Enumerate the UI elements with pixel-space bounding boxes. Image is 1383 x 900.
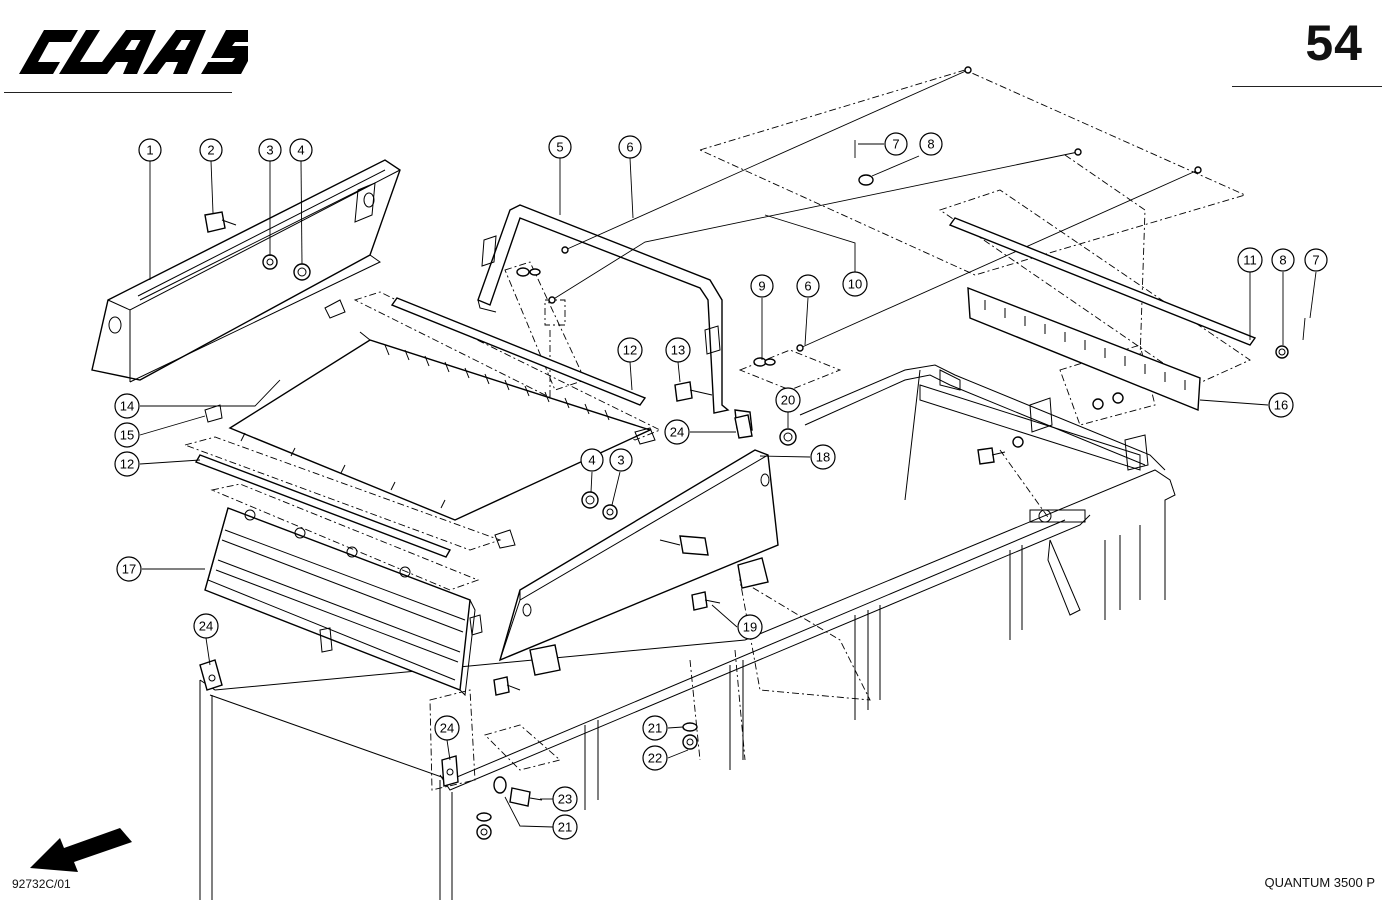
part-side-cover-left	[91, 159, 401, 383]
svg-text:24: 24	[199, 619, 213, 634]
callout-24: 24	[193, 613, 219, 639]
svg-text:1: 1	[146, 143, 153, 158]
callout-15: 15	[114, 422, 140, 448]
svg-text:21: 21	[648, 721, 662, 736]
part-shaft-rail	[948, 217, 1306, 412]
svg-text:10: 10	[848, 277, 862, 292]
svg-text:8: 8	[927, 137, 934, 152]
header-rule	[4, 92, 232, 93]
callout-20: 20	[775, 387, 801, 413]
svg-text:4: 4	[588, 453, 595, 468]
callout-21: 21	[642, 715, 668, 741]
part-plate-fingers	[204, 299, 656, 549]
callout-7: 7	[1304, 248, 1328, 272]
page-number: 54	[1305, 15, 1363, 71]
svg-text:3: 3	[266, 143, 273, 158]
svg-text:3: 3	[617, 453, 624, 468]
callout-21: 21	[552, 814, 578, 840]
callout-22: 22	[642, 745, 668, 771]
svg-text:2: 2	[207, 143, 214, 158]
model-name: QUANTUM 3500 P	[1264, 875, 1375, 890]
callout-5: 5	[548, 135, 572, 159]
svg-text:12: 12	[120, 457, 134, 472]
callout-17: 17	[116, 556, 142, 582]
svg-text:6: 6	[626, 140, 633, 155]
leader-lines	[139, 143, 1317, 828]
svg-text:7: 7	[1312, 253, 1319, 268]
svg-text:22: 22	[648, 751, 662, 766]
svg-text:7: 7	[892, 137, 899, 152]
drawing-number: 92732C/01	[12, 877, 71, 891]
callout-6: 6	[618, 135, 642, 159]
svg-text:9: 9	[758, 279, 765, 294]
svg-text:15: 15	[120, 428, 134, 443]
svg-text:13: 13	[671, 343, 685, 358]
callout-3: 3	[609, 448, 633, 472]
callout-6: 6	[796, 274, 820, 298]
callout-8: 8	[919, 132, 943, 156]
callout-14: 14	[114, 393, 140, 419]
callout-12: 12	[617, 337, 643, 363]
callout-19: 19	[737, 614, 763, 640]
part-rods	[194, 297, 647, 558]
svg-text:11: 11	[1243, 253, 1257, 268]
callout-11: 11	[1237, 247, 1263, 273]
svg-text:5: 5	[556, 140, 563, 155]
svg-text:14: 14	[120, 399, 134, 414]
svg-text:18: 18	[816, 450, 830, 465]
callout-23: 23	[552, 786, 578, 812]
callout-1: 1	[138, 138, 162, 162]
callout-4: 4	[289, 138, 313, 162]
svg-text:6: 6	[804, 279, 811, 294]
header-rule	[1232, 86, 1382, 87]
callout-24: 24	[434, 715, 460, 741]
part-front-plate	[204, 507, 483, 697]
svg-text:19: 19	[743, 620, 757, 635]
svg-text:24: 24	[440, 721, 454, 736]
svg-text:23: 23	[558, 792, 572, 807]
callout-13: 13	[665, 337, 691, 363]
tension-rods	[516, 66, 1202, 367]
fasteners-left	[204, 211, 311, 281]
direction-arrow-icon	[30, 828, 132, 872]
svg-text:20: 20	[781, 393, 795, 408]
callout-9: 9	[750, 274, 774, 298]
callout-4: 4	[580, 448, 604, 472]
callout-16: 16	[1268, 392, 1294, 418]
callout-24: 24	[664, 419, 690, 445]
svg-text:16: 16	[1274, 398, 1288, 413]
brackets	[199, 414, 753, 787]
callout-2: 2	[199, 138, 223, 162]
callout-18: 18	[810, 444, 836, 470]
claas-logo	[19, 30, 248, 74]
callout-10: 10	[842, 271, 868, 297]
part-bow-handle	[477, 204, 730, 414]
callout-8: 8	[1271, 248, 1295, 272]
svg-text:12: 12	[623, 343, 637, 358]
svg-text:24: 24	[670, 425, 684, 440]
svg-text:8: 8	[1279, 253, 1286, 268]
fasteners-middle	[476, 381, 1024, 840]
callout-3: 3	[258, 138, 282, 162]
callout-12: 12	[114, 451, 140, 477]
svg-text:4: 4	[297, 143, 304, 158]
part-side-cover-right	[498, 449, 779, 676]
svg-text:17: 17	[122, 562, 136, 577]
callout-7: 7	[884, 132, 908, 156]
svg-text:21: 21	[558, 820, 572, 835]
